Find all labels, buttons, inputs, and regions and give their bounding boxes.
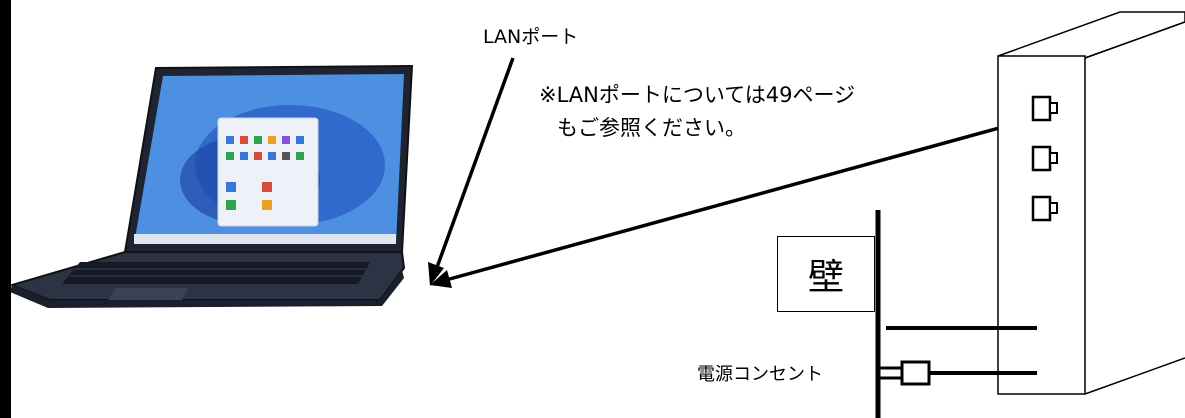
start-menu-icons (226, 136, 304, 210)
router-box (997, 11, 1185, 395)
left-edge-bar (0, 0, 11, 418)
lan-port-note-line2: もご参照ください。 (557, 116, 746, 140)
taskbar (134, 234, 396, 244)
wall-label: 壁 (777, 236, 875, 312)
router-lan-port-3 (1031, 195, 1058, 222)
router-lan-port-1 (1031, 95, 1058, 122)
laptop-base-edge (10, 270, 404, 308)
power-plug (880, 360, 1037, 386)
router-top-face (997, 11, 1185, 59)
power-outlet-label: 電源コンセント (697, 364, 823, 385)
keyboard (62, 262, 370, 284)
lan-cable-arrow (430, 112, 1051, 288)
touchpad (108, 288, 188, 300)
router-lan-port-2 (1031, 145, 1058, 172)
keyboard-keys (70, 268, 366, 277)
lan-port-label: LANポート (483, 26, 579, 48)
lan-port-note-line1: ※LANポートについては49ページ (539, 83, 856, 107)
lan-label-arrow (428, 57, 515, 286)
laptop-illustration (8, 64, 414, 308)
start-menu-window (217, 117, 319, 227)
